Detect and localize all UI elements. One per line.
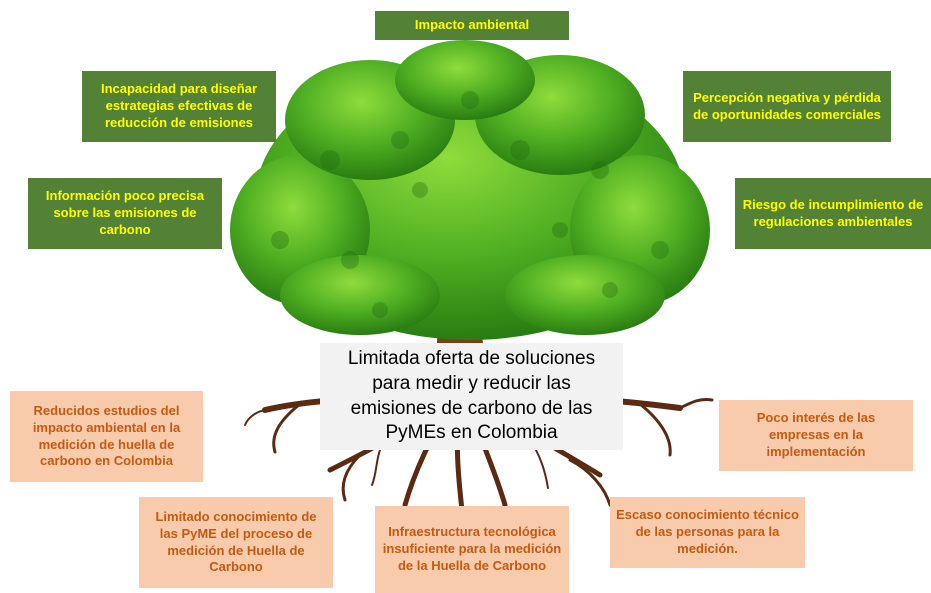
cause-infraestructura-tecnologica: Infraestructura tecnológica insuficiente… [375, 506, 569, 593]
cause-limitado-conocimiento: Limitado conocimiento de las PyME del pr… [139, 497, 333, 588]
tree-leaf-texture [271, 91, 669, 318]
effect-impacto-ambiental: Impacto ambiental [375, 11, 569, 40]
effect-percepcion-negativa: Percepción negativa y pérdida de oportun… [683, 71, 891, 142]
cause-reducidos-estudios: Reducidos estudios del impacto ambiental… [10, 391, 203, 482]
effect-riesgo-incumplimiento: Riesgo de incumplimiento de regulaciones… [735, 178, 931, 249]
effect-informacion-poco-precisa: Información poco precisa sobre las emisi… [28, 178, 222, 249]
central-problem: Limitada oferta de soluciones para medir… [320, 343, 623, 450]
effect-incapacidad-estrategias: Incapacidad para diseñar estrategias efe… [82, 71, 276, 142]
cause-escaso-conocimiento-tecnico: Escaso conocimiento técnico de las perso… [610, 497, 805, 568]
tree-foliage [230, 40, 710, 340]
cause-poco-interes: Poco interés de las empresas en la imple… [719, 400, 913, 471]
